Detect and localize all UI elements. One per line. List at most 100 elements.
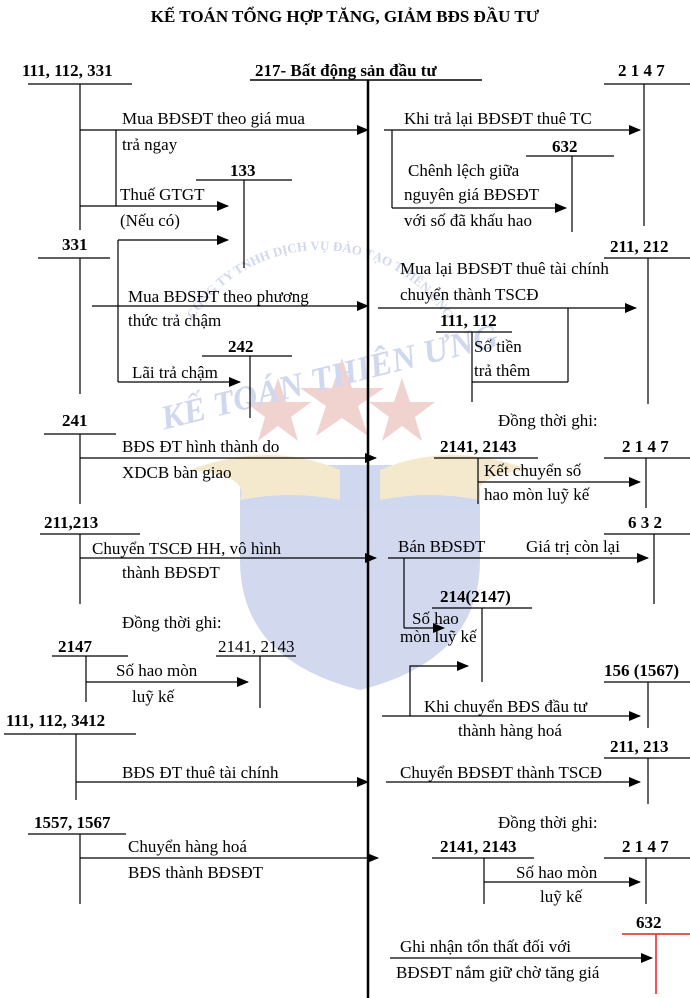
entry-mua-tra-ngay: Mua BĐSĐT theo giá mua trả ngay Thuế GTG… xyxy=(80,109,369,230)
entry-label: với số đã khấu hao xyxy=(404,211,532,230)
account-label: 632 xyxy=(552,137,578,156)
account-label: 111, 112, 3412 xyxy=(6,711,105,730)
t-account-1557-1567: 1557, 1567 xyxy=(28,813,126,904)
t-account-2141-2143-left: 2141, 2143 xyxy=(216,637,296,708)
watermark-wing-left-icon xyxy=(190,455,340,500)
entry-chuyen-tscd: Chuyển TSCĐ HH, vô hình thành BĐSĐT xyxy=(80,539,377,582)
account-label: 2 1 4 7 xyxy=(622,837,669,856)
entry-label: thành hàng hoá xyxy=(458,721,562,740)
account-label: 111, 112 xyxy=(440,311,497,330)
account-label: 1557, 1567 xyxy=(34,813,111,832)
t-account-214-2147: 214(2147) xyxy=(432,587,532,682)
account-label: 111, 112, 331 xyxy=(22,61,113,80)
entry-label: Mua lại BĐSĐT thuê tài chính xyxy=(400,259,609,278)
entry-label: hao mòn luỹ kế xyxy=(484,485,590,504)
t-account-2147-top: 2 1 4 7 xyxy=(604,61,690,226)
entry-label: Lãi trả chậm xyxy=(132,363,218,382)
entry-chuyen-hang: Chuyển hàng hoá BĐS thành BĐSĐT xyxy=(80,837,379,882)
watermark-wing-right-icon xyxy=(380,455,530,500)
entry-label: mòn luỹ kế xyxy=(400,627,477,646)
entry-tra-cham: Mua BĐSĐT theo phương thức trả chậm Lãi … xyxy=(92,235,369,387)
entry-label: Số hao mòn xyxy=(516,863,598,882)
entry-label: luỹ kế xyxy=(540,887,582,906)
entry-label: XDCB bàn giao xyxy=(122,463,232,482)
watermark-shield xyxy=(240,465,480,690)
t-account-211-212: 211, 212 xyxy=(604,237,690,404)
entry-label: chuyển thành TSCĐ xyxy=(400,285,539,304)
entry-label: Số hao xyxy=(412,609,459,628)
entry-chuyen-tscd-right: Chuyển BĐSĐT thành TSCĐ xyxy=(386,763,641,787)
entry-dong-thoi-right-1: Đồng thời ghi: Kết chuyển số hao mòn luỹ… xyxy=(478,411,641,504)
entry-label: nguyên giá BĐSĐT xyxy=(404,185,540,204)
t-account-632-top: 632 xyxy=(526,137,614,232)
t-account-133: 133 xyxy=(196,161,292,268)
entry-ton-that: Ghi nhận tổn thất đối với BĐSĐT nắm giữ … xyxy=(390,937,653,982)
entry-label: Bán BĐSĐT xyxy=(398,537,486,556)
t-account-111-112-3412: 111, 112, 3412 xyxy=(4,711,136,800)
entry-label: Mua BĐSĐT theo phương xyxy=(128,287,309,306)
account-label: 133 xyxy=(230,161,256,180)
entry-label: trả thêm xyxy=(474,361,530,380)
account-label: 632 xyxy=(636,913,662,932)
t-account-241: 241 xyxy=(44,411,116,504)
entry-label: Số tiền xyxy=(474,337,522,356)
entry-label: Chênh lệch giữa xyxy=(408,161,520,180)
entry-label: Thuế GTGT xyxy=(120,185,205,204)
account-label: 6 3 2 xyxy=(628,513,662,532)
entry-label: BĐS ĐT thuê tài chính xyxy=(122,763,279,782)
entry-label: trả ngay xyxy=(122,135,178,154)
entry-chuyen-hh: Khi chuyển BĐS đầu tư thành hàng hoá xyxy=(382,697,641,740)
t-account-2147-mid: 2 1 4 7 xyxy=(604,437,690,508)
t-account-156-1567: 156 (1567) xyxy=(604,661,690,728)
t-account-632-mid: 6 3 2 xyxy=(604,513,690,604)
t-account-2147-bottom: 2 1 4 7 xyxy=(604,837,690,904)
account-label: 156 (1567) xyxy=(604,661,679,680)
account-label: 2147 xyxy=(58,637,93,656)
account-label: 331 xyxy=(62,235,88,254)
t-account-2141-2143-right: 2141, 2143 xyxy=(434,437,538,504)
entry-label: Đồng thời ghi: xyxy=(498,813,598,832)
entry-label: Khi chuyển BĐS đầu tư xyxy=(424,697,588,716)
account-label: 211, 212 xyxy=(610,237,669,256)
watermark-star-left-icon xyxy=(245,378,311,441)
t-account-211-213-left: 211,213 xyxy=(40,513,140,604)
t-account-111-112-right: 111, 112 xyxy=(436,311,512,402)
t-account-331: 331 xyxy=(38,235,110,394)
entry-thue-tc: BĐS ĐT thuê tài chính xyxy=(76,763,369,787)
entry-label: Chuyển TSCĐ HH, vô hình xyxy=(92,539,282,558)
entry-ban: Bán BĐSĐT Giá trị còn lại Số hao mòn luỹ… xyxy=(388,537,649,716)
account-label: 2141, 2143 xyxy=(218,637,295,656)
diagram-title: KẾ TOÁN TỔNG HỢP TĂNG, GIẢM BĐS ĐẦU TƯ xyxy=(151,6,540,26)
t-account-2141-2143-bottom: 2141, 2143 xyxy=(432,837,534,904)
account-label: 242 xyxy=(228,337,254,356)
entry-label: (Nếu có) xyxy=(120,211,180,230)
account-label: 2 1 4 7 xyxy=(622,437,669,456)
t-account-632-bottom: 632 xyxy=(622,913,690,994)
entry-label: Số hao mòn xyxy=(116,661,198,680)
entry-xdcb: BĐS ĐT hình thành do XDCB bàn giao xyxy=(80,437,377,482)
entry-label: Mua BĐSĐT theo giá mua xyxy=(122,109,305,128)
entry-mua-lai: Mua lại BĐSĐT thuê tài chính chuyển thàn… xyxy=(378,259,637,383)
account-label: 2141, 2143 xyxy=(440,837,517,856)
entry-label: Giá trị còn lại xyxy=(526,537,620,556)
account-label: 241 xyxy=(62,411,88,430)
entry-label: Kết chuyển số xyxy=(484,461,582,480)
entry-dong-thoi-right-2: Đồng thời ghi: Số hao mòn luỹ kế xyxy=(484,813,641,906)
account-label: 2 1 4 7 xyxy=(618,61,665,80)
entry-label: Chuyển hàng hoá xyxy=(128,837,247,856)
watermark-star-center-icon xyxy=(300,358,384,436)
entry-label: Đồng thời ghi: xyxy=(498,411,598,430)
entry-label: Chuyển BĐSĐT thành TSCĐ xyxy=(400,763,602,782)
watermark-arc-text: CÔNG TY TNHH DỊCH VỤ ĐÀO TẠO THIÊN ƯNG xyxy=(183,238,456,321)
t-account-242: 242 xyxy=(202,337,292,418)
entry-label: BĐS thành BĐSĐT xyxy=(128,863,264,882)
entry-label: BĐSĐT nắm giữ chờ tăng giá xyxy=(396,963,600,982)
entry-label: luỹ kế xyxy=(132,687,174,706)
entry-tra-lai: Khi trả lại BĐSĐT thuê TC Chênh lệch giữ… xyxy=(384,109,641,230)
entry-label: Đồng thời ghi: xyxy=(122,613,222,632)
entry-label: thành BĐSĐT xyxy=(122,563,220,582)
entry-dong-thoi-left: Đồng thời ghi: Số hao mòn luỹ kế xyxy=(86,613,249,706)
entry-label: thức trả chậm xyxy=(128,311,221,330)
t-account-211-213-right: 211, 213 xyxy=(604,737,690,804)
